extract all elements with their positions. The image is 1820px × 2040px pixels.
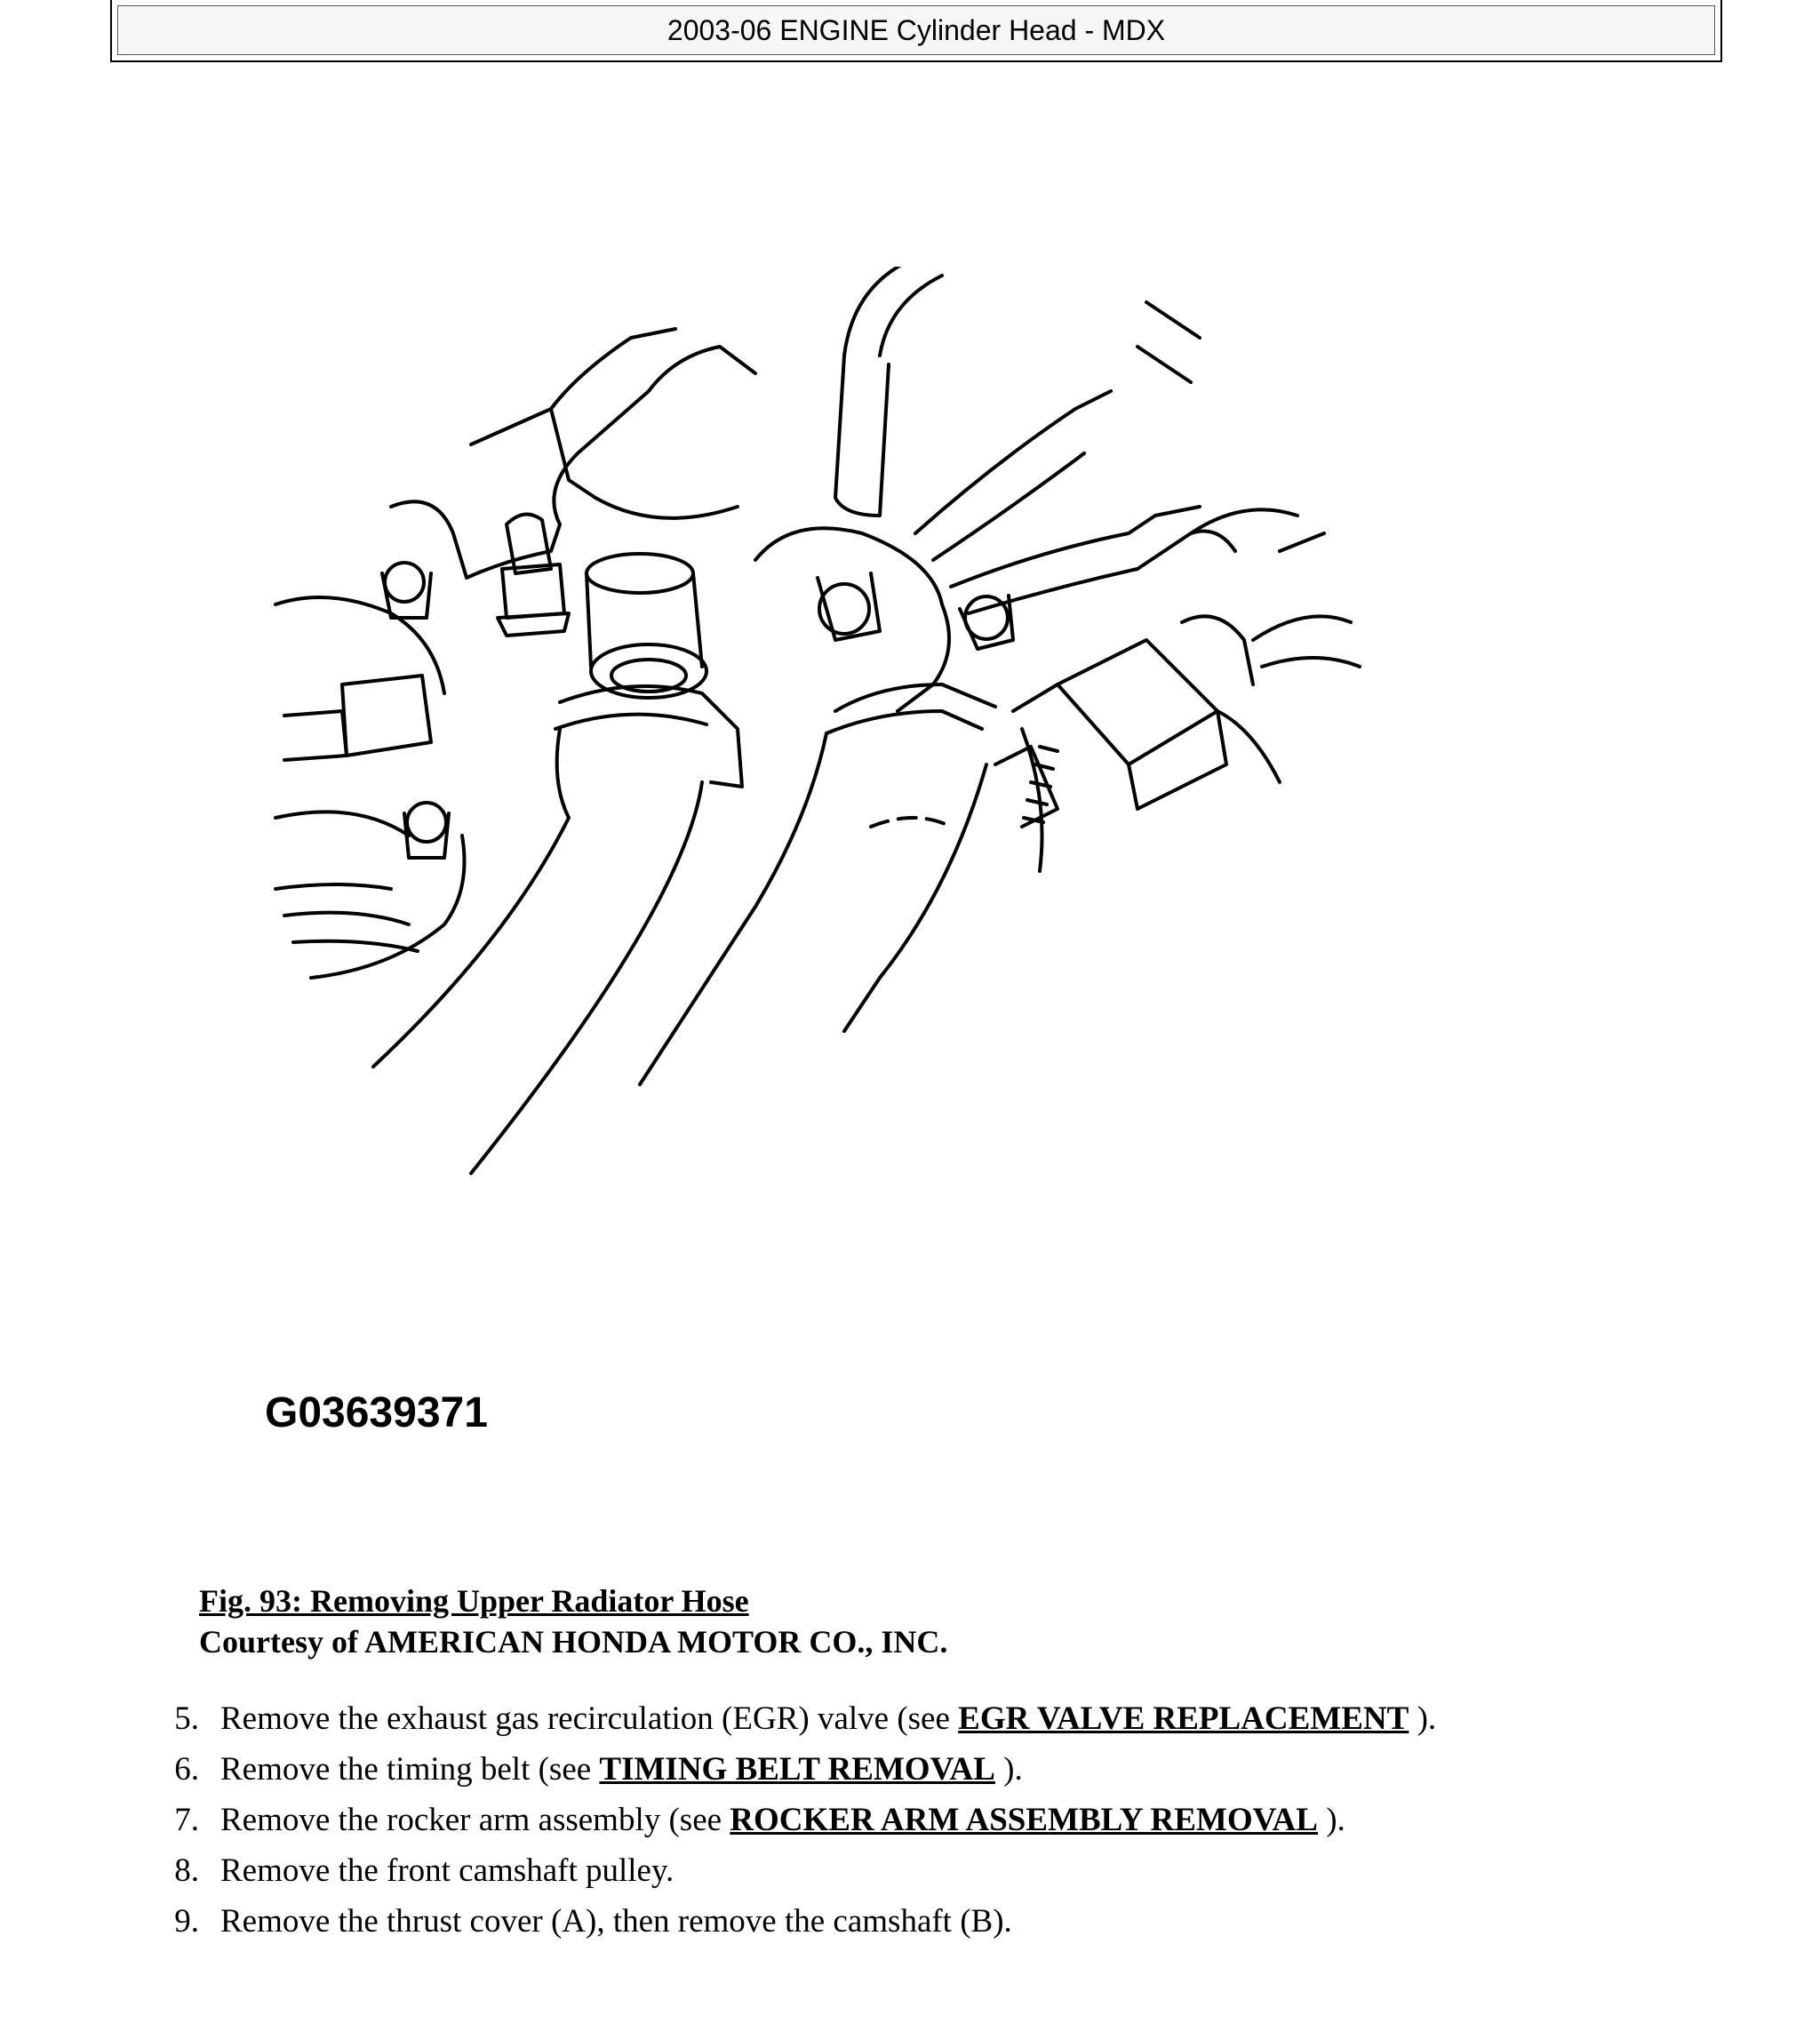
timing-belt-removal-link[interactable]: TIMING BELT REMOVAL [599, 1751, 995, 1788]
step-item: 8. Remove the front camshaft pulley. [142, 1852, 1436, 1902]
step-text: Remove the front camshaft pulley. [220, 1852, 675, 1889]
engine-illustration [258, 256, 1413, 1467]
header-title: 2003-06 ENGINE Cylinder Head - MDX [117, 5, 1715, 55]
step-number: 8. [174, 1852, 199, 1889]
step-text: Remove the thrust cover (A), then remove… [220, 1903, 1012, 1940]
step-item: 9. Remove the thrust cover (A), then rem… [142, 1902, 1436, 1953]
step-text: Remove the exhaust gas recirculation (EG… [220, 1700, 959, 1737]
step-number: 6. [174, 1751, 199, 1788]
step-text-end: ). [1409, 1700, 1437, 1737]
step-item: 5. Remove the exhaust gas recirculation … [142, 1700, 1436, 1750]
caption-title: Fig. 93: Removing Upper Radiator Hose [199, 1583, 749, 1619]
step-text: Remove the rocker arm assembly (see [220, 1802, 730, 1838]
step-number: 9. [174, 1903, 199, 1940]
step-text-end: ). [1317, 1802, 1345, 1838]
step-text: Remove the timing belt (see [220, 1751, 600, 1788]
step-number: 5. [174, 1700, 199, 1737]
procedure-steps: 5. Remove the exhaust gas recirculation … [142, 1700, 1436, 1953]
step-number: 7. [174, 1802, 199, 1838]
caption-credit: Courtesy of AMERICAN HONDA MOTOR CO., IN… [199, 1624, 948, 1660]
egr-valve-replacement-link[interactable]: EGR VALVE REPLACEMENT [958, 1700, 1409, 1737]
step-item: 7. Remove the rocker arm assembly (see R… [142, 1801, 1436, 1852]
step-text-end: ). [994, 1751, 1023, 1788]
rocker-arm-assembly-removal-link[interactable]: ROCKER ARM ASSEMBLY REMOVAL [730, 1802, 1318, 1838]
page-header: 2003-06 ENGINE Cylinder Head - MDX [110, 0, 1722, 62]
figure-caption: Fig. 93: Removing Upper Radiator Hose Co… [199, 1580, 947, 1662]
figure-id-label: G03639371 [265, 1389, 488, 1436]
step-item: 6. Remove the timing belt (see TIMING BE… [142, 1750, 1436, 1801]
